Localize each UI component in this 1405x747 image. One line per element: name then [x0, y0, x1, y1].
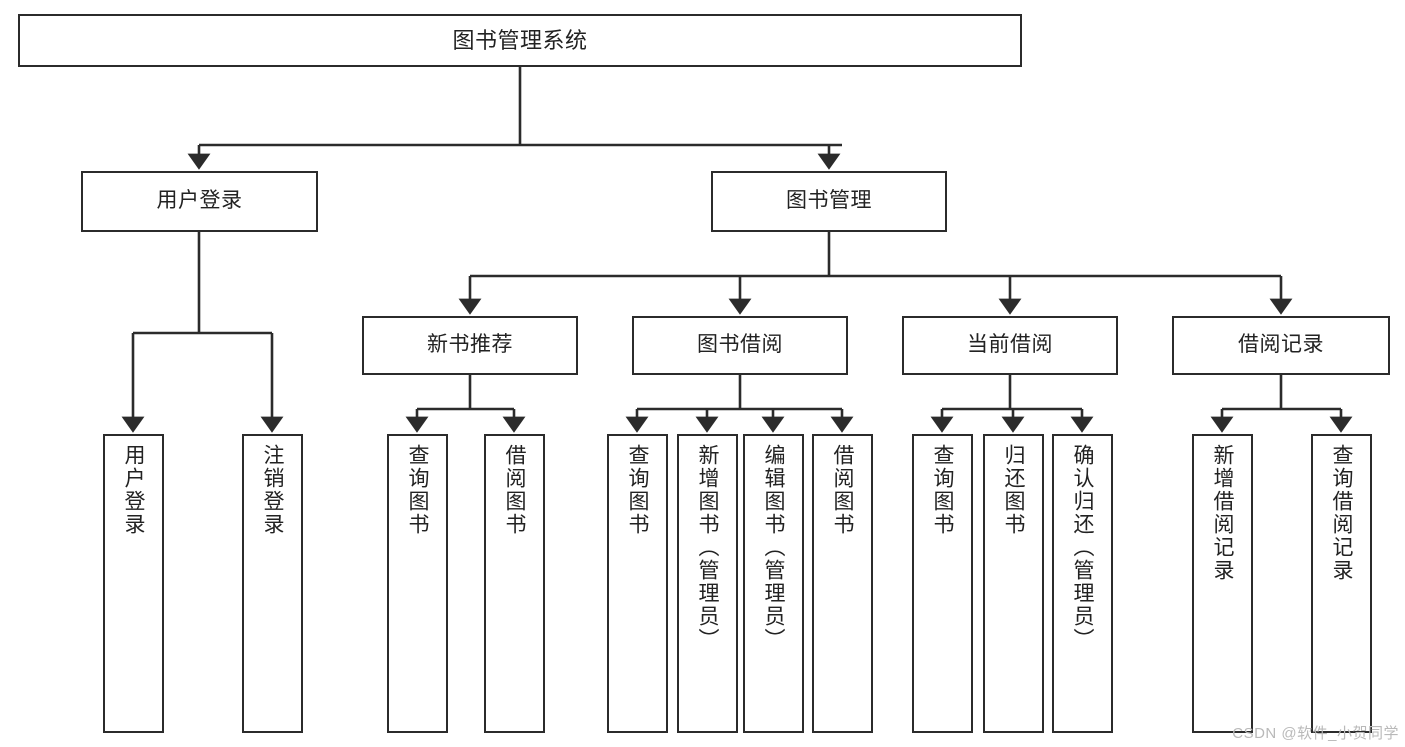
node-book-manage-label: 图书管理: [786, 189, 872, 213]
node-new-book-rec[interactable]: 新书推荐: [362, 316, 578, 375]
leaf-return-book-label: 归还图书: [1002, 444, 1025, 536]
node-borrow-record[interactable]: 借阅记录: [1172, 316, 1390, 375]
node-current-borrow-label: 当前借阅: [967, 333, 1053, 357]
leaf-query-book-cur[interactable]: 查询图书: [912, 434, 973, 733]
leaf-confirm-return[interactable]: 确认归还（管理员）: [1052, 434, 1113, 733]
node-root-label: 图书管理系统: [452, 27, 588, 53]
leaf-user-login[interactable]: 用户登录: [103, 434, 164, 733]
leaf-query-book-rec-label: 查询图书: [406, 444, 429, 536]
node-book-borrow[interactable]: 图书借阅: [632, 316, 848, 375]
node-current-borrow[interactable]: 当前借阅: [902, 316, 1118, 375]
leaf-user-login-label: 用户登录: [122, 444, 145, 536]
node-book-manage[interactable]: 图书管理: [711, 171, 947, 232]
leaf-borrow-book[interactable]: 借阅图书: [812, 434, 873, 733]
leaf-borrow-book-label: 借阅图书: [831, 444, 854, 536]
node-root[interactable]: 图书管理系统: [18, 14, 1022, 67]
node-book-borrow-label: 图书借阅: [697, 333, 783, 357]
leaf-borrow-book-rec-label: 借阅图书: [503, 444, 526, 536]
leaf-query-book-borrow[interactable]: 查询图书: [607, 434, 668, 733]
leaf-add-record-label: 新增借阅记录: [1211, 444, 1234, 582]
leaf-edit-book-label: 编辑图书（管理员）: [762, 444, 785, 651]
csdn-watermark: CSDN @软件_小贺同学: [1232, 725, 1399, 742]
leaf-user-logout[interactable]: 注销登录: [242, 434, 303, 733]
node-user-login-label: 用户登录: [156, 189, 243, 213]
leaf-add-book[interactable]: 新增图书（管理员）: [677, 434, 738, 733]
leaf-query-record-label: 查询借阅记录: [1330, 444, 1353, 582]
leaf-borrow-book-rec[interactable]: 借阅图书: [484, 434, 545, 733]
node-user-login[interactable]: 用户登录: [81, 171, 318, 232]
node-new-book-rec-label: 新书推荐: [427, 333, 513, 357]
leaf-query-book-rec[interactable]: 查询图书: [387, 434, 448, 733]
leaf-query-book-cur-label: 查询图书: [931, 444, 954, 536]
leaf-edit-book[interactable]: 编辑图书（管理员）: [743, 434, 804, 733]
leaf-confirm-return-label: 确认归还（管理员）: [1071, 444, 1094, 651]
leaf-return-book[interactable]: 归还图书: [983, 434, 1044, 733]
node-borrow-record-label: 借阅记录: [1238, 333, 1324, 357]
leaf-user-logout-label: 注销登录: [261, 444, 284, 536]
leaf-query-book-borrow-label: 查询图书: [626, 444, 649, 536]
leaf-add-book-label: 新增图书（管理员）: [696, 444, 719, 651]
leaf-query-record[interactable]: 查询借阅记录: [1311, 434, 1372, 733]
leaf-add-record[interactable]: 新增借阅记录: [1192, 434, 1253, 733]
